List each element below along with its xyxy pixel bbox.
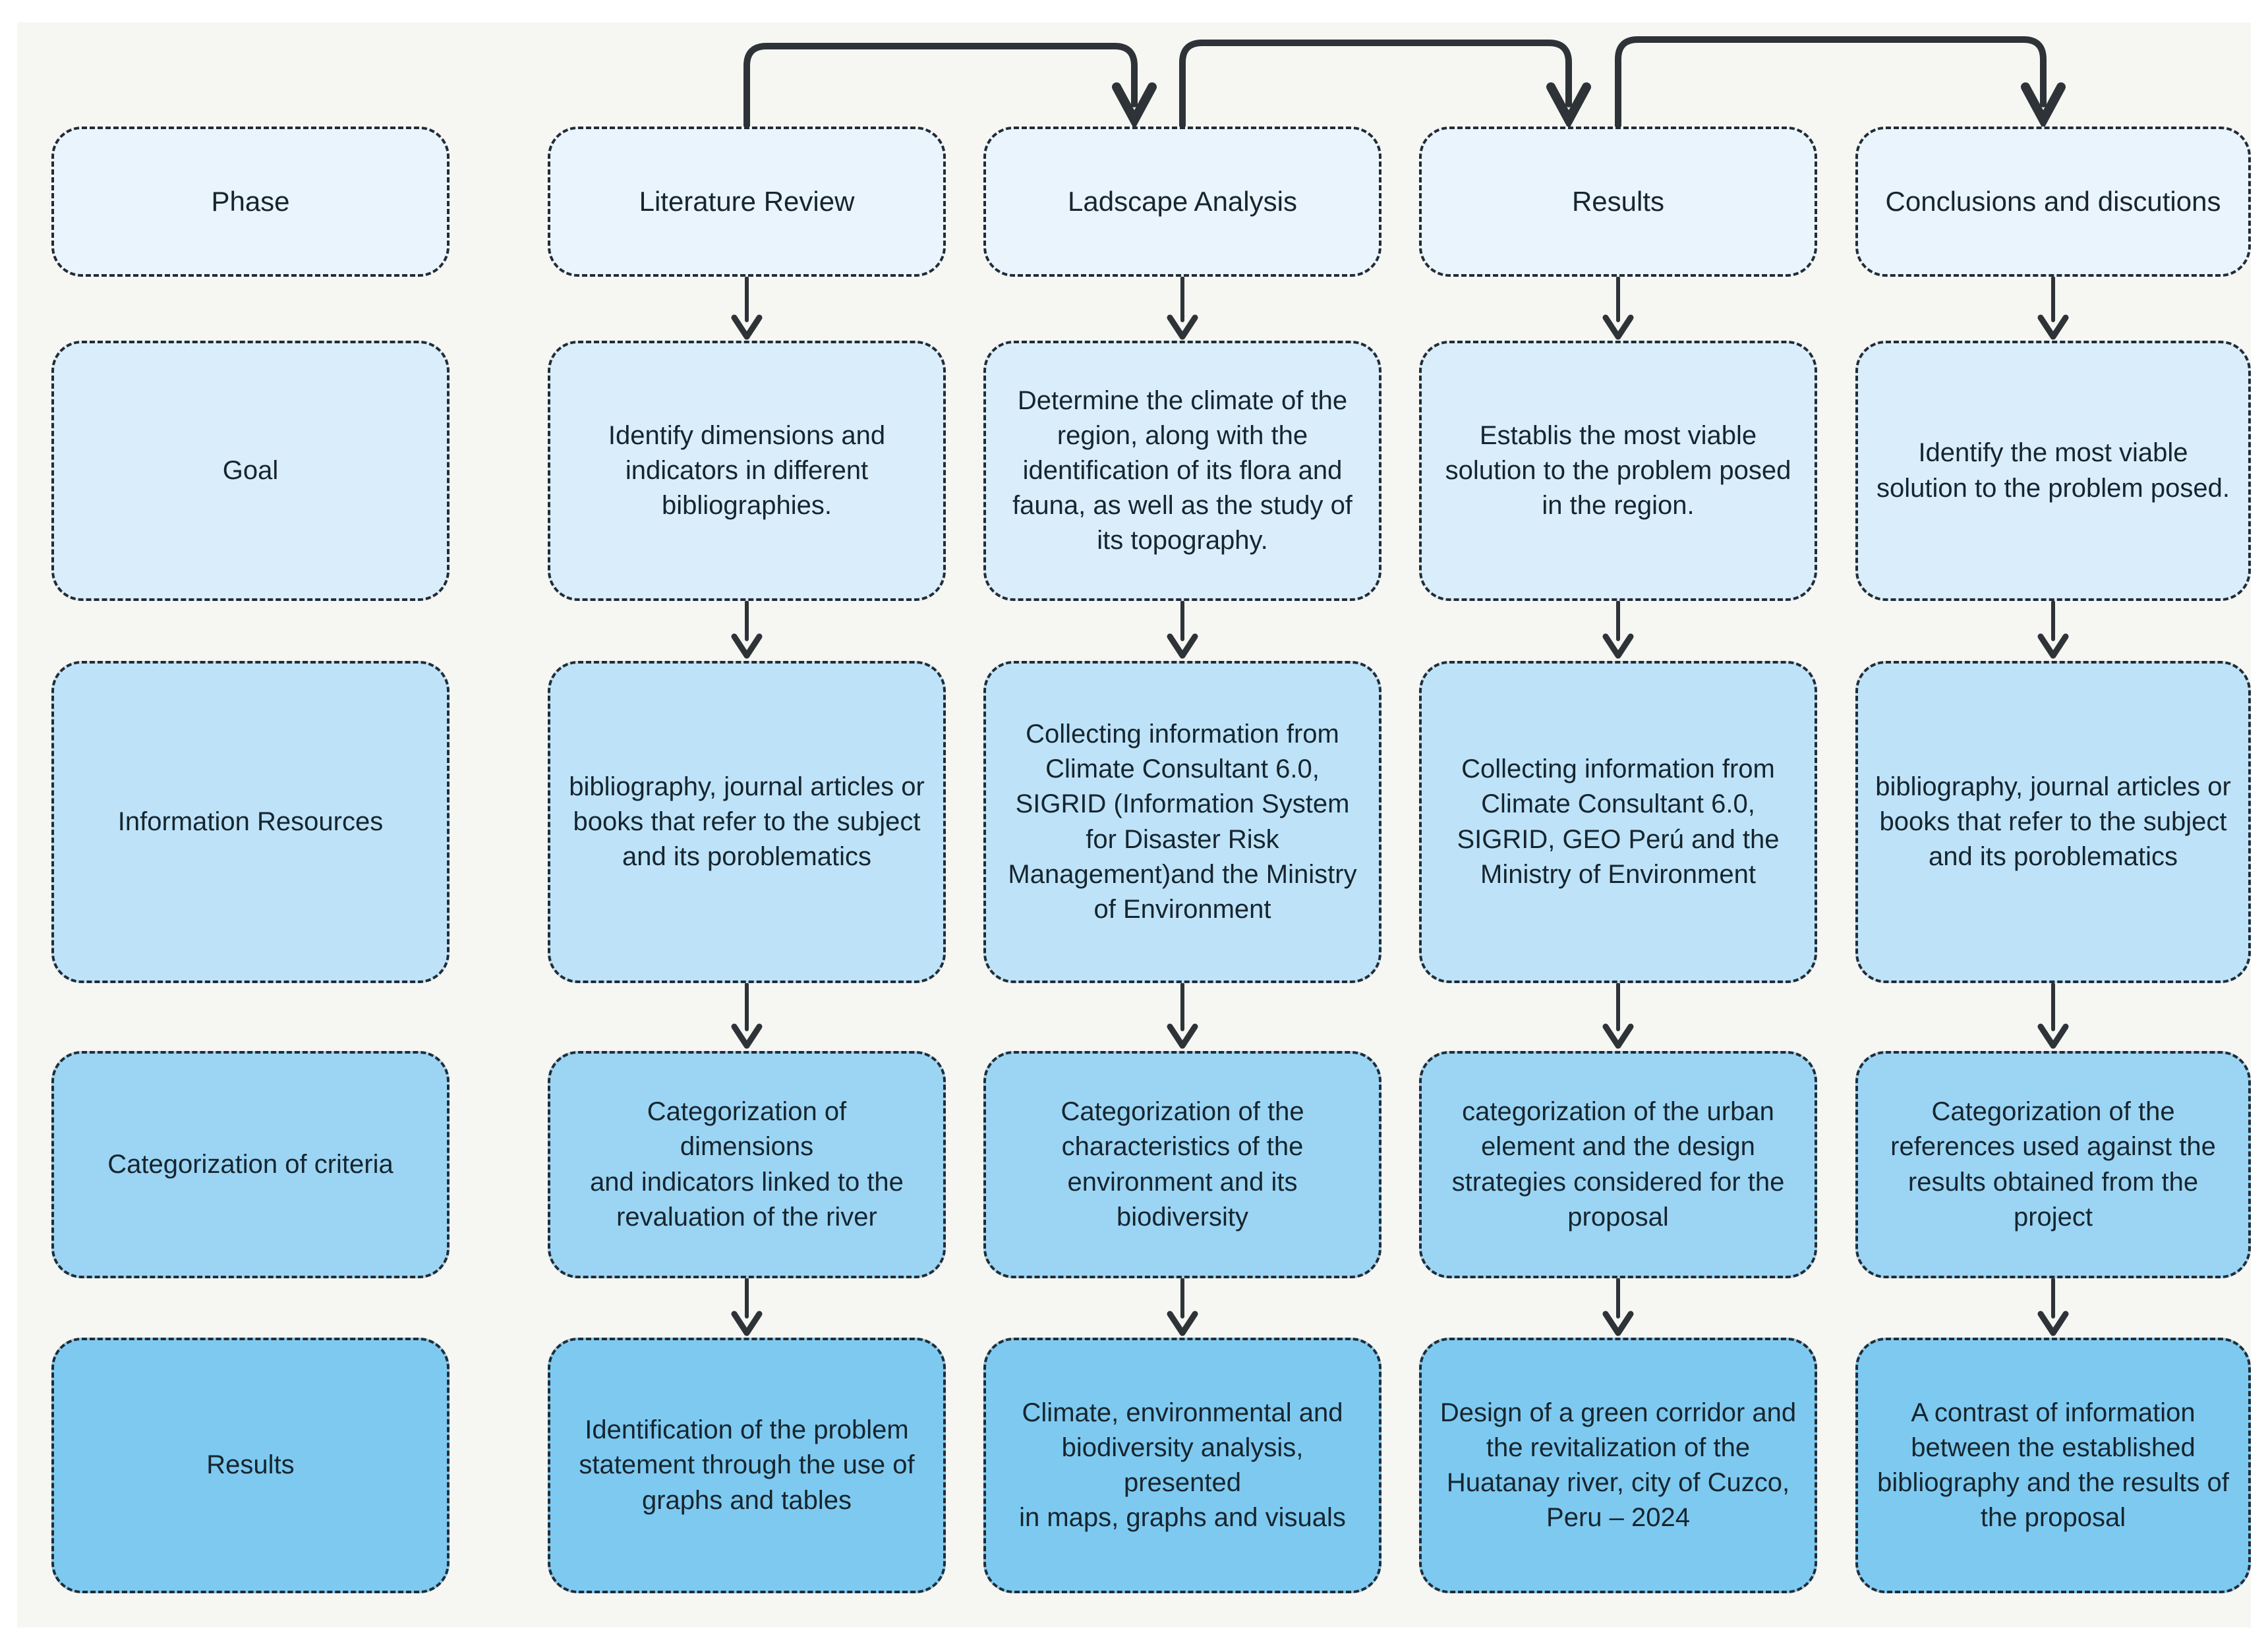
resources-landscape-analysis-text: Collecting information from Climate Cons… <box>1008 719 1357 924</box>
criteria-conclusions-text: Categorization of the references used ag… <box>1890 1097 2216 1232</box>
results-landscape-analysis-text: Climate, environmental and biodiversity … <box>1019 1398 1346 1533</box>
box-resources-results: Collecting information from Climate Cons… <box>1419 661 1817 983</box>
criteria-literature-review-text: Categorization of dimensions and indicat… <box>590 1097 904 1232</box>
goal-landscape-analysis-text: Determine the climate of the region, alo… <box>1012 385 1352 555</box>
box-goal-landscape-analysis: Determine the climate of the region, alo… <box>983 341 1381 601</box>
resources-conclusions-text: bibliography, journal articles or books … <box>1875 772 2231 872</box>
results-conclusions-text: A contrast of information between the es… <box>1877 1398 2229 1533</box>
phase-conclusions-text: Conclusions and discutions <box>1885 186 2221 217</box>
box-phase-conclusions: Conclusions and discutions <box>1855 127 2251 277</box>
box-goal-results: Establis the most viable solution to the… <box>1419 341 1817 601</box>
box-phase-results: Results <box>1419 127 1817 277</box>
box-criteria-results: categorization of the urban element and … <box>1419 1051 1817 1278</box>
box-results-conclusions: A contrast of information between the es… <box>1855 1338 2251 1593</box>
goal-conclusions-text: Identify the most viable solution to the… <box>1876 438 2230 503</box>
box-results-landscape-analysis: Climate, environmental and biodiversity … <box>983 1338 1381 1593</box>
results-results-text: Design of a green corridor and the revit… <box>1439 1398 1797 1533</box>
box-results-label: Results <box>51 1338 450 1593</box>
results-literature-review-text: Identification of the problem statement … <box>579 1415 915 1515</box>
box-criteria-literature-review: Categorization of dimensions and indicat… <box>548 1051 946 1278</box>
box-goal-literature-review: Identify dimensions and indicators in di… <box>548 341 946 601</box>
box-results-literature-review: Identification of the problem statement … <box>548 1338 946 1593</box>
criteria-landscape-analysis-text: Categorization of the characteristics of… <box>1061 1097 1304 1232</box>
goal-literature-review-text: Identify dimensions and indicators in di… <box>608 420 886 521</box>
resources-literature-review-text: bibliography, journal articles or books … <box>569 772 925 872</box>
box-goal-conclusions: Identify the most viable solution to the… <box>1855 341 2251 601</box>
resources-results-text: Collecting information from Climate Cons… <box>1457 754 1780 889</box>
criteria-label-text: Categorization of criteria <box>107 1149 393 1179</box>
resources-label-text: Information Resources <box>117 807 384 836</box>
box-phase-label: Phase <box>51 127 450 277</box>
goal-label-text: Goal <box>222 455 279 485</box>
box-phase-literature-review: Literature Review <box>548 127 946 277</box>
box-resources-conclusions: bibliography, journal articles or books … <box>1855 661 2251 983</box>
box-phase-landscape-analysis: Ladscape Analysis <box>983 127 1381 277</box>
phase-literature-review-text: Literature Review <box>639 186 855 217</box>
box-results-results: Design of a green corridor and the revit… <box>1419 1338 1817 1593</box>
criteria-results-text: categorization of the urban element and … <box>1451 1097 1785 1232</box>
box-resources-label: Information Resources <box>51 661 450 983</box>
box-criteria-conclusions: Categorization of the references used ag… <box>1855 1051 2251 1278</box>
box-criteria-landscape-analysis: Categorization of the characteristics of… <box>983 1051 1381 1278</box>
phase-results-text: Results <box>1571 186 1665 217</box>
phase-label-text: Phase <box>211 186 290 217</box>
phase-landscape-analysis-text: Ladscape Analysis <box>1068 186 1297 217</box>
box-resources-landscape-analysis: Collecting information from Climate Cons… <box>983 661 1381 983</box>
box-criteria-label: Categorization of criteria <box>51 1051 450 1278</box>
box-resources-literature-review: bibliography, journal articles or books … <box>548 661 946 983</box>
results-label-text: Results <box>206 1450 295 1480</box>
goal-results-text: Establis the most viable solution to the… <box>1445 420 1791 521</box>
box-goal-label: Goal <box>51 341 450 601</box>
